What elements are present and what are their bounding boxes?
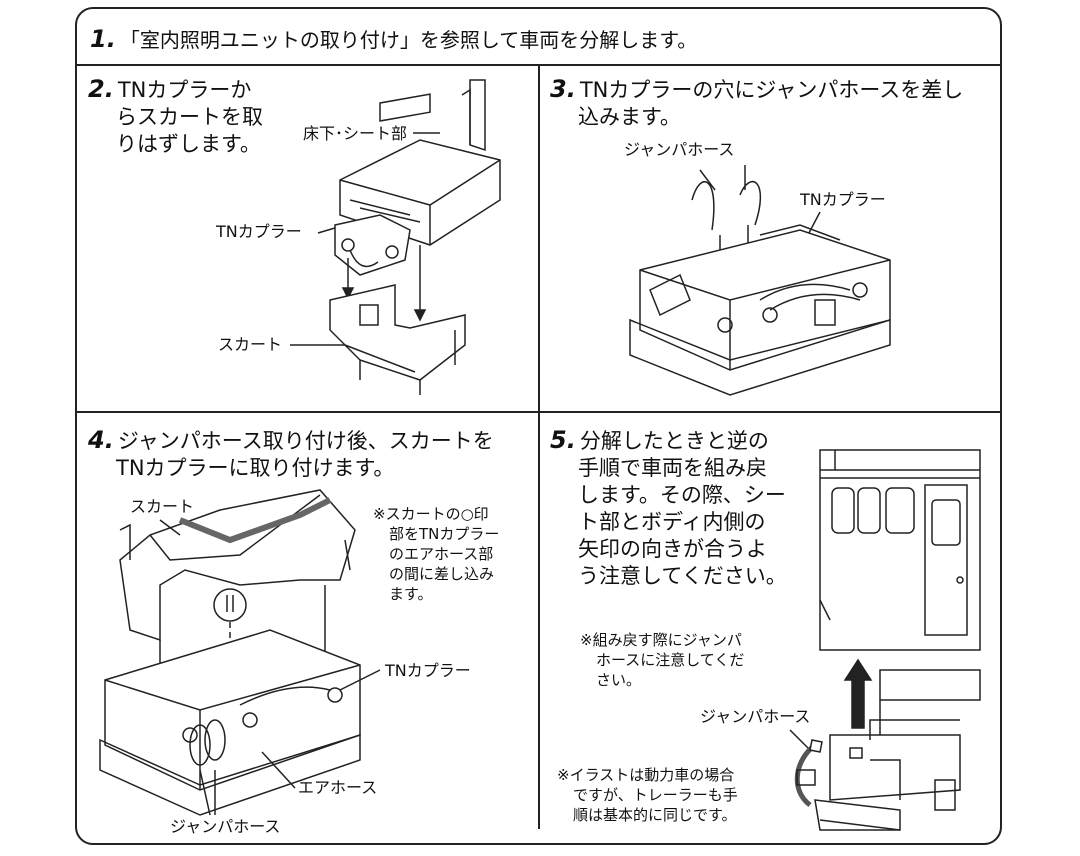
step3-number: 3. — [550, 75, 576, 103]
label-jumper-hose: ジャンパホース — [170, 817, 281, 836]
label-tn-coupler: TNカプラー — [216, 222, 302, 241]
step4-number: 4. — [88, 426, 114, 454]
step3-text: 3.TNカプラーの穴にジャンパホースを差し 込みます。 — [550, 76, 963, 131]
step2-line: TNカプラーか — [117, 78, 252, 102]
step4-line: ジャンパホース取り付け後、スカートを — [117, 429, 494, 453]
step5-line: します。その際、シー — [578, 483, 786, 507]
step3-illustration — [0, 0, 1000, 410]
label-skirt: スカート — [130, 497, 195, 516]
note-line: のエアホース部 — [389, 545, 494, 563]
step4-note: ※スカートの○印 部をTNカプラー のエアホース部 の間に差し込み ます。 — [373, 504, 499, 604]
note-line: ですが、トレーラーも手 — [573, 786, 738, 804]
step1-number: 1. — [90, 25, 116, 53]
label-air-hose: エアホース — [298, 778, 378, 797]
step3-line: TNカプラーの穴にジャンパホースを差し — [579, 78, 964, 102]
step2-line: らスカートを取 — [116, 105, 263, 129]
step5-line: 分解したときと逆の — [579, 429, 769, 453]
label-jumper-hose: ジャンパホース — [624, 140, 735, 159]
step3-line: 込みます。 — [578, 105, 681, 129]
step4-line: TNカプラーに取り付けます。 — [116, 456, 395, 480]
step2-number: 2. — [88, 75, 114, 103]
step5-illustration — [0, 0, 1000, 856]
step5-line: 矢印の向きが合うよ — [578, 537, 767, 561]
step2-illustration — [0, 0, 540, 410]
label-floor-seat: 床下･シート部 — [303, 124, 408, 143]
step5-text: 5.分解したときと逆の 手順で車両を組み戻 します。その際、シー ト部とボディ内… — [550, 427, 787, 590]
note-line: 部をTNカプラー — [389, 525, 500, 543]
label-jumper-hose: ジャンパホース — [700, 707, 811, 726]
step5-note-reassembly: ※組み戻す際にジャンパ ホースに注意してくだ さい。 — [580, 630, 744, 690]
divider-vertical — [538, 64, 540, 829]
note-line: 順は基本的に同じです。 — [573, 806, 737, 824]
note-line: ます。 — [389, 585, 433, 603]
label-tn-coupler: TNカプラー — [385, 661, 471, 680]
step5-line: 手順で車両を組み戻 — [578, 456, 767, 480]
note-line: ※イラストは動力車の場合 — [557, 766, 735, 784]
instruction-frame — [75, 7, 1002, 845]
label-tn-coupler: TNカプラー — [800, 190, 886, 209]
step1-text: 「室内照明ユニットの取り付け」を参照して車両を分解します。 — [119, 28, 698, 52]
step2-line: りはずします。 — [116, 132, 261, 156]
step4-illustration — [0, 0, 540, 856]
step1: 1.「室内照明ユニットの取り付け」を参照して車両を分解します。 — [90, 26, 697, 54]
note-line: の間に差し込み — [389, 565, 495, 583]
step4-text: 4.ジャンパホース取り付け後、スカートを TNカプラーに取り付けます。 — [88, 427, 494, 482]
note-line: さい。 — [596, 671, 642, 689]
note-line: ※スカートの○印 — [373, 505, 489, 523]
step5-line: う注意してください。 — [578, 564, 787, 588]
step2-text: 2.TNカプラーか らスカートを取 りはずします。 — [88, 76, 263, 158]
step5-line: ト部とボディ内側の — [578, 510, 766, 534]
label-skirt: スカート — [218, 335, 283, 354]
note-line: ホースに注意してくだ — [596, 651, 745, 669]
step5-note-illustration: ※イラストは動力車の場合 ですが、トレーラーも手 順は基本的に同じです。 — [557, 765, 738, 825]
step5-number: 5. — [550, 426, 576, 454]
note-line: ※組み戻す際にジャンパ — [580, 631, 742, 649]
